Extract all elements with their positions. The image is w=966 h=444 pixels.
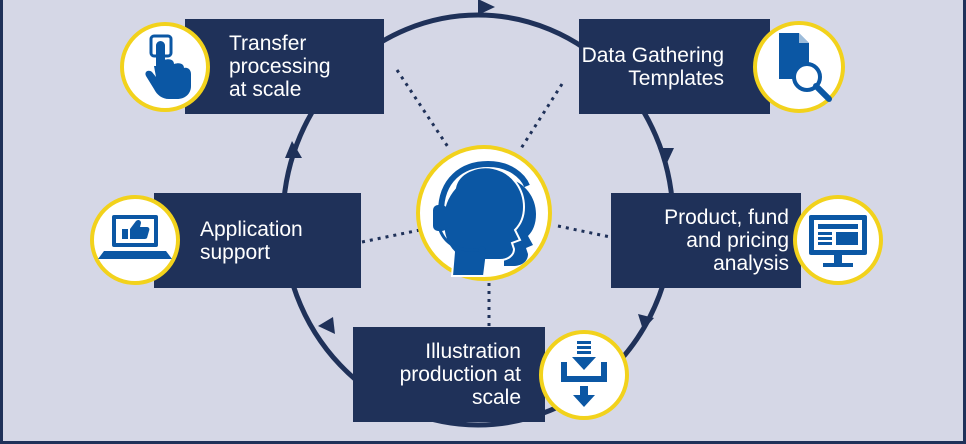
center-badge — [416, 145, 552, 281]
monitor-chart-icon — [809, 215, 867, 267]
step-illustration-line-2: production at — [399, 363, 521, 386]
step-product-analysis-line-3: analysis — [713, 252, 789, 275]
step-illustration-line-1: Illustration — [425, 340, 521, 363]
connector-data-gathering — [518, 83, 564, 151]
document-search-icon — [779, 33, 832, 102]
connector-app-support — [361, 228, 421, 244]
step-illustration: Illustration production at scale — [353, 327, 545, 422]
step-transfer-line-1: Transfer — [229, 32, 307, 55]
step-transfer-badge — [120, 22, 210, 112]
step-data-gathering-line-2: Templates — [628, 66, 724, 90]
step-product-analysis-badge — [793, 195, 883, 285]
step-app-support-badge — [90, 195, 180, 285]
step-product-analysis: Product, fund and pricing analysis — [611, 193, 801, 288]
step-product-analysis-line-2: and pricing — [686, 229, 789, 252]
step-transfer: Transfer processing at scale — [185, 19, 384, 114]
step-data-gathering: Data Gathering Templates — [579, 19, 770, 114]
laptop-thumbs-up-icon — [98, 215, 172, 259]
step-transfer-line-3: at scale — [229, 78, 302, 101]
arrow-top — [478, 0, 495, 15]
dotted-connectors — [361, 69, 616, 335]
touch-finger-icon — [145, 34, 191, 99]
step-illustration-line-3: scale — [471, 386, 521, 409]
arrow-bottom-left — [318, 317, 335, 334]
step-data-gathering-line-1: Data Gathering — [581, 43, 724, 67]
connector-product — [557, 224, 616, 240]
arrow-right — [658, 148, 674, 165]
step-app-support-line-2: support — [200, 240, 271, 264]
step-transfer-line-2: processing — [229, 55, 331, 78]
step-product-analysis-line-1: Product, fund — [664, 206, 789, 229]
headset-people-icon — [433, 160, 536, 277]
arrow-left — [285, 141, 302, 158]
download-tray-icon — [561, 341, 607, 407]
step-app-support: Application support — [154, 193, 361, 288]
step-illustration-badge — [539, 330, 629, 420]
arrow-bottom-right — [638, 314, 654, 330]
step-app-support-line-1: Application — [200, 217, 303, 241]
step-data-gathering-badge — [753, 21, 845, 113]
